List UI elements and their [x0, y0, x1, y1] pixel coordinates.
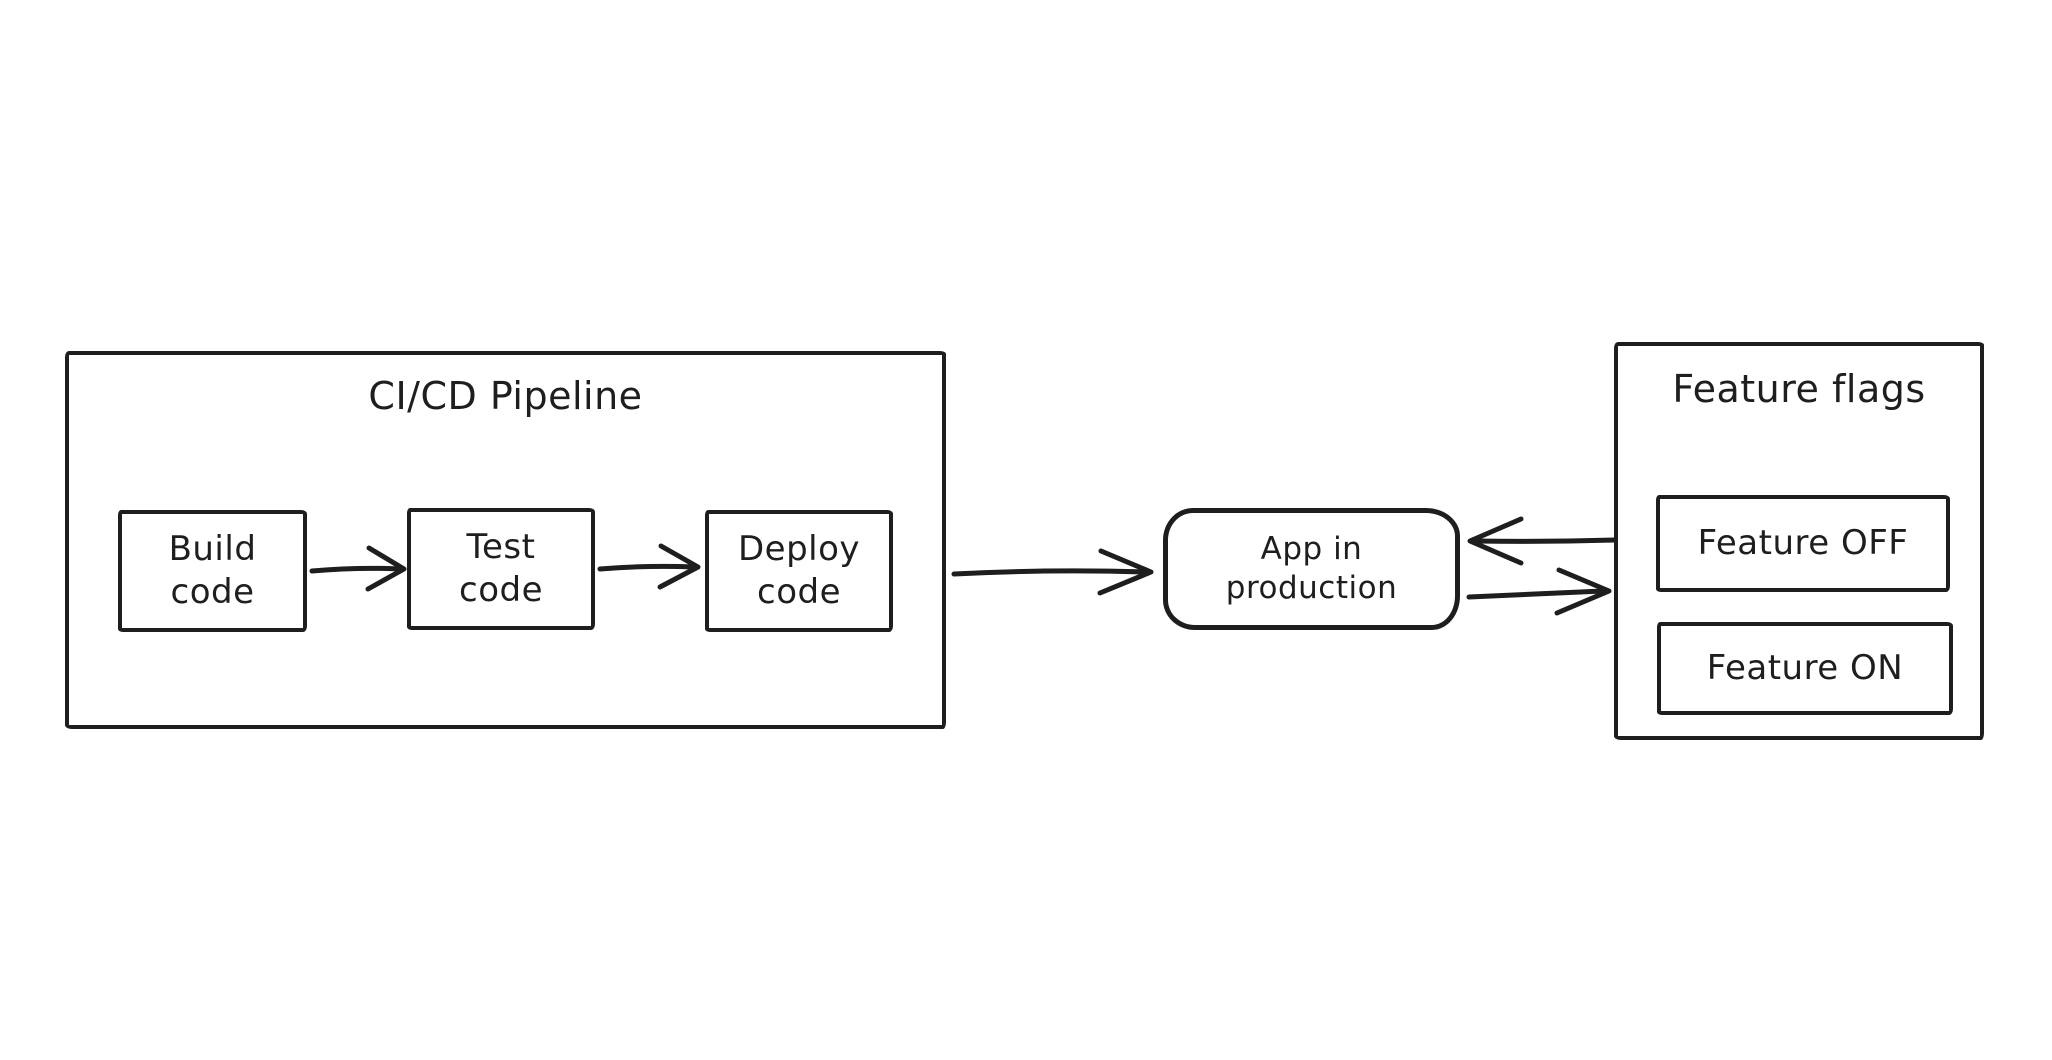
feature-flags-title: Feature flags — [1672, 367, 1926, 411]
app-in-production-label: App in production — [1225, 531, 1398, 606]
cicd-pipeline-title: CI/CD Pipeline — [368, 374, 643, 418]
node-feature-on: Feature ON — [1657, 622, 1953, 715]
node-build-code: Build code — [118, 510, 307, 632]
node-app-in-production: App in production — [1163, 508, 1460, 630]
feature-off-label: Feature OFF — [1697, 523, 1909, 563]
node-feature-off: Feature OFF — [1656, 495, 1950, 592]
arrow-app-to-flags — [1466, 567, 1612, 616]
arrow-flags-to-app — [1467, 516, 1618, 566]
feature-on-label: Feature ON — [1706, 648, 1904, 688]
build-code-label: Build code — [168, 529, 257, 612]
test-code-label: Test code — [459, 527, 543, 610]
node-deploy-code: Deploy code — [705, 510, 893, 632]
deploy-code-label: Deploy code — [737, 529, 861, 612]
node-test-code: Test code — [407, 508, 595, 630]
arrow-pipeline-to-app — [951, 548, 1154, 596]
cicd-pipeline-group: CI/CD Pipeline — [65, 351, 946, 729]
